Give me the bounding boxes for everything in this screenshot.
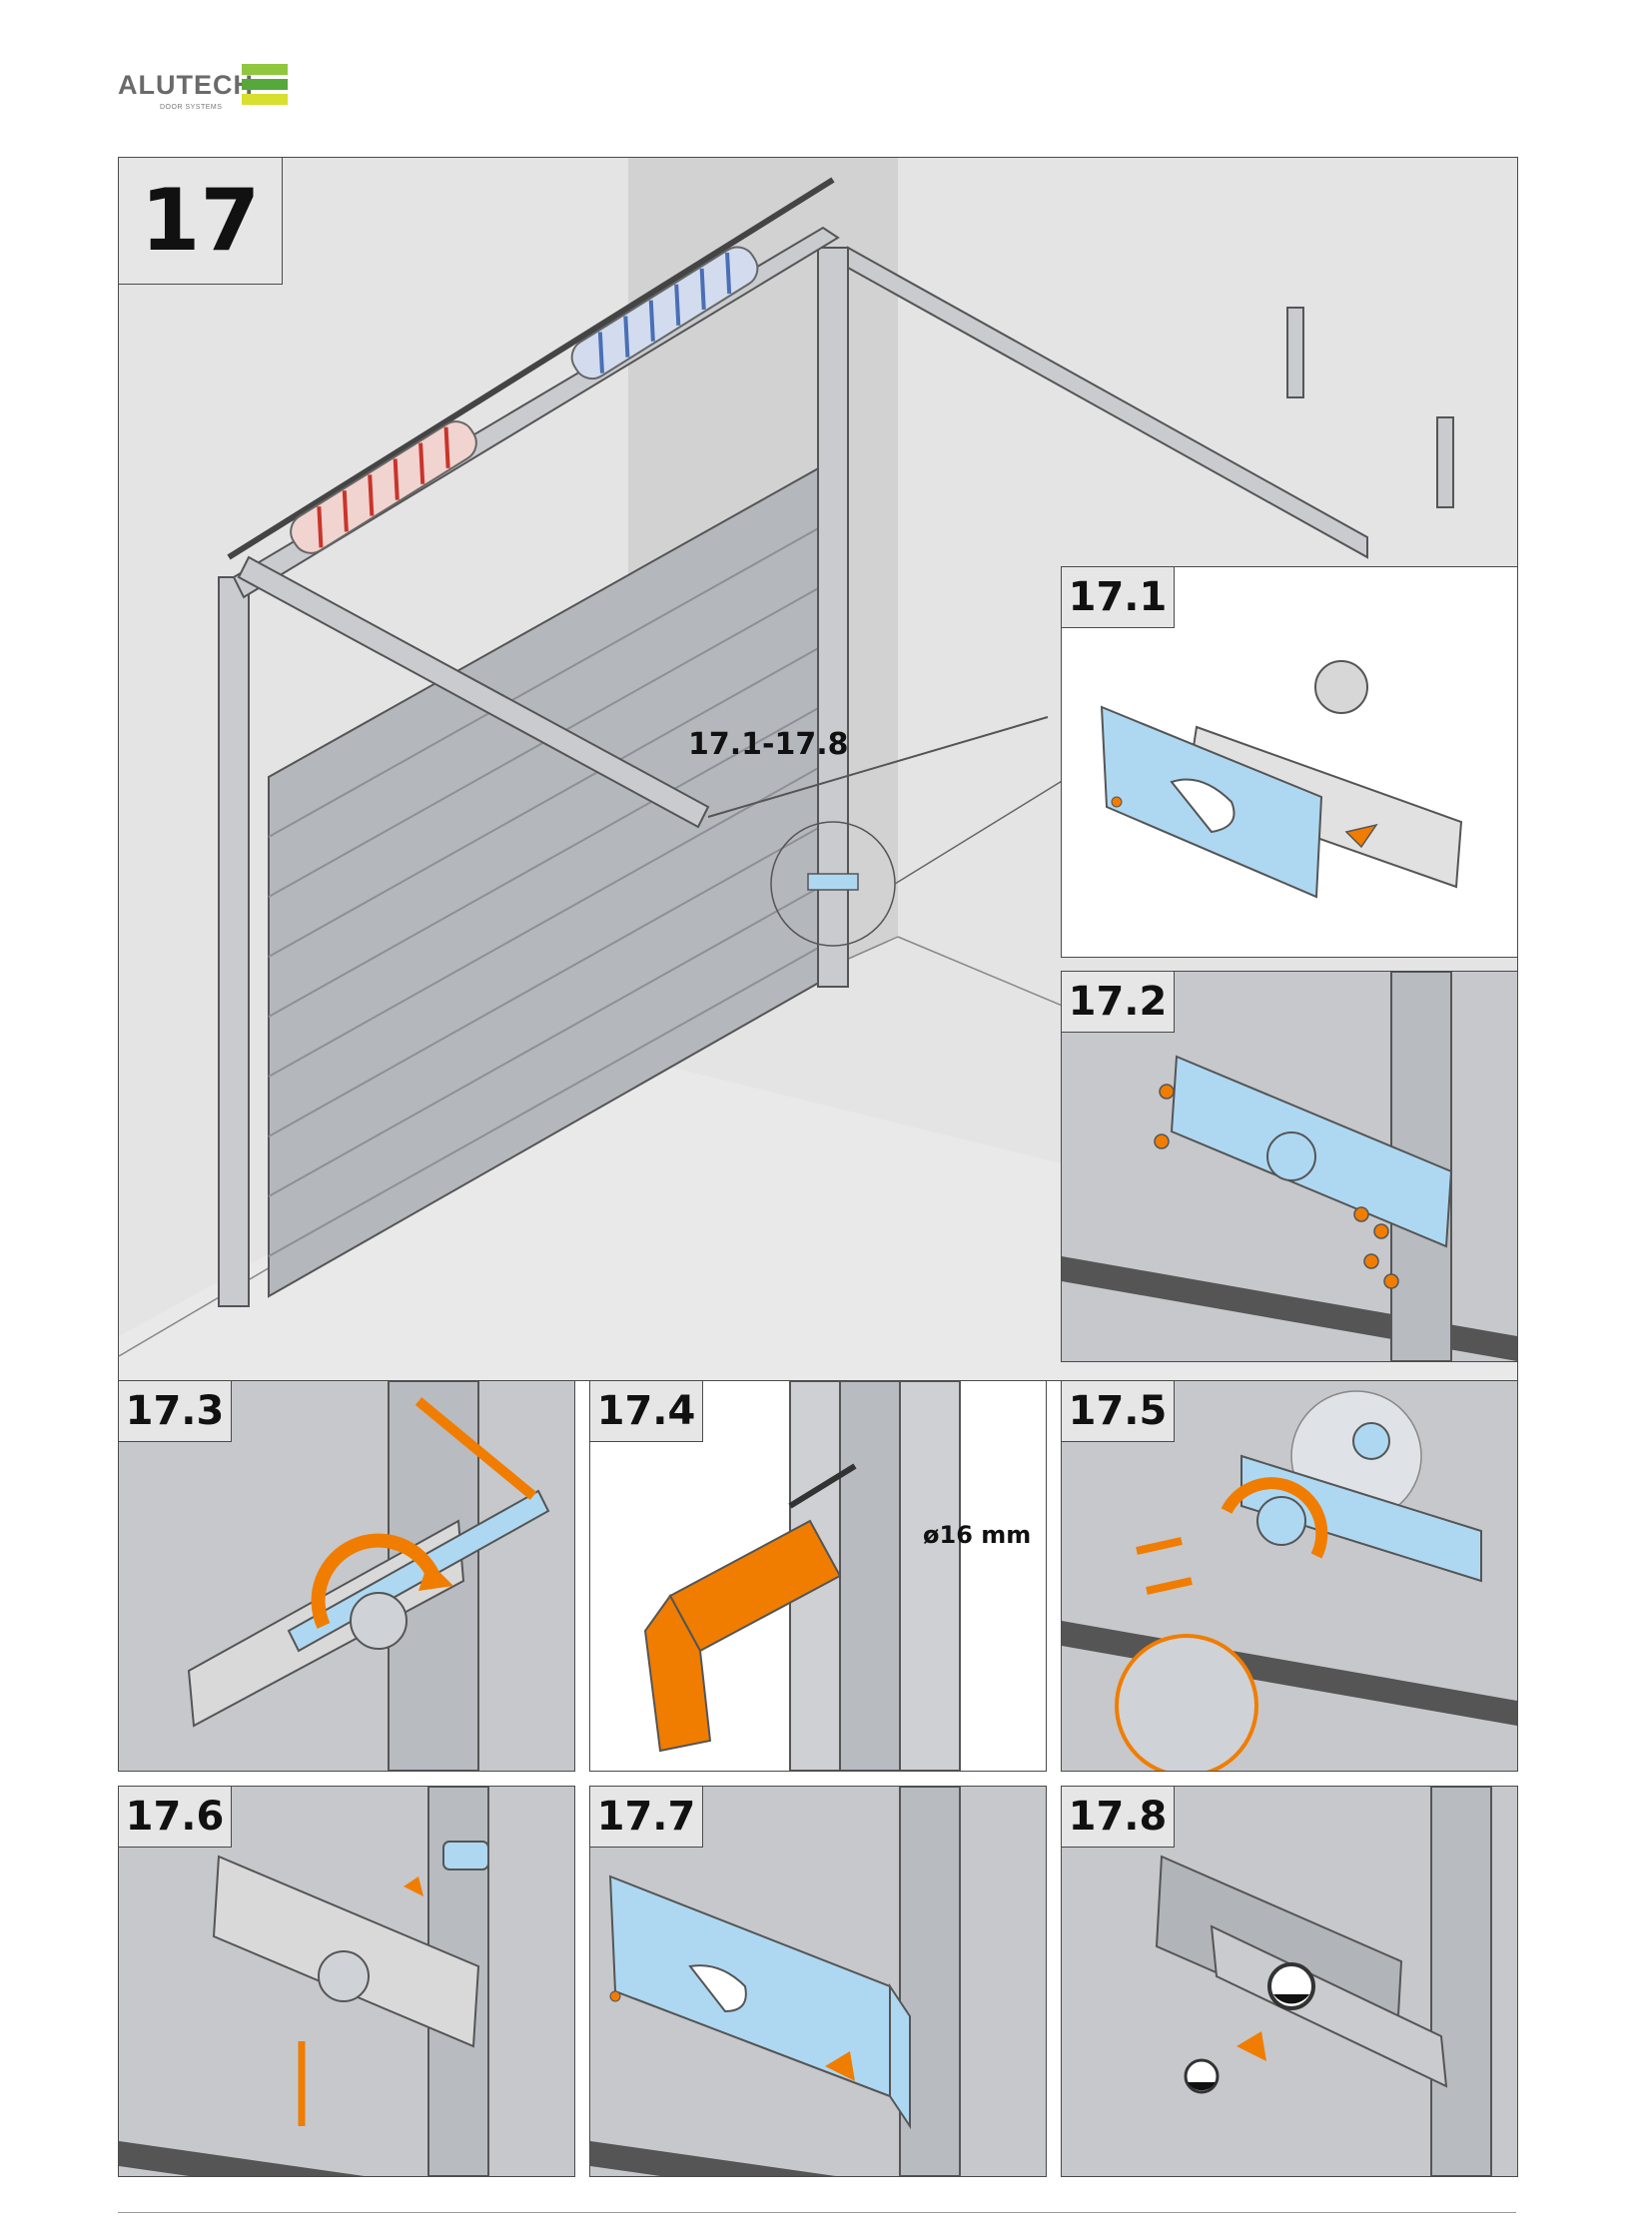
brand-tagline: DOOR SYSTEMS xyxy=(160,104,223,111)
substep-panel-17-8: 17.8 xyxy=(1061,1786,1518,2177)
brand-logo: ALUTECH DOOR SYSTEMS xyxy=(118,60,298,116)
substep-label: 17.7 xyxy=(590,1787,703,1848)
substep-panel-17-1: 17.1 xyxy=(1061,566,1518,958)
brand-mark-icon xyxy=(242,64,288,109)
step-callout: 17.1-17.8 xyxy=(688,727,849,762)
bracket-screws-icon xyxy=(1062,972,1517,1361)
substep-label: 17.5 xyxy=(1062,1381,1175,1442)
rotate-knob-icon xyxy=(1062,1390,1517,1771)
substep-label: 17.8 xyxy=(1062,1787,1175,1848)
step-number: 17 xyxy=(119,158,283,285)
lock-assembly-icon xyxy=(1100,660,1463,899)
substep-panel-17-6: 17.6 xyxy=(118,1786,575,2177)
footer-divider xyxy=(118,2212,1516,2213)
substep-panel-17-4: 17.4 ø16 mm xyxy=(589,1380,1047,1772)
drill-icon xyxy=(643,1381,961,1771)
substep-label: 17.6 xyxy=(119,1787,232,1848)
substep-panel-17-7: 17.7 xyxy=(589,1786,1047,2177)
substep-panel-17-3: 17.3 xyxy=(118,1380,575,1772)
substep-panel-17-5: 17.5 xyxy=(1061,1380,1518,1772)
substep-label: 17.2 xyxy=(1062,972,1175,1033)
substep-label: 17.1 xyxy=(1062,567,1175,628)
attach-cover-icon xyxy=(590,1787,961,2176)
insert-cap-icon xyxy=(1155,1787,1492,2176)
pencil-mark-icon xyxy=(187,1381,550,1771)
insert-cylinder-icon xyxy=(119,1787,489,2176)
brand-name: ALUTECH xyxy=(118,70,254,100)
substep-label: 17.4 xyxy=(590,1381,703,1442)
substep-panel-17-2: 17.2 xyxy=(1061,971,1518,1362)
drill-diameter: ø16 mm xyxy=(923,1521,1032,1549)
substep-label: 17.3 xyxy=(119,1381,232,1442)
